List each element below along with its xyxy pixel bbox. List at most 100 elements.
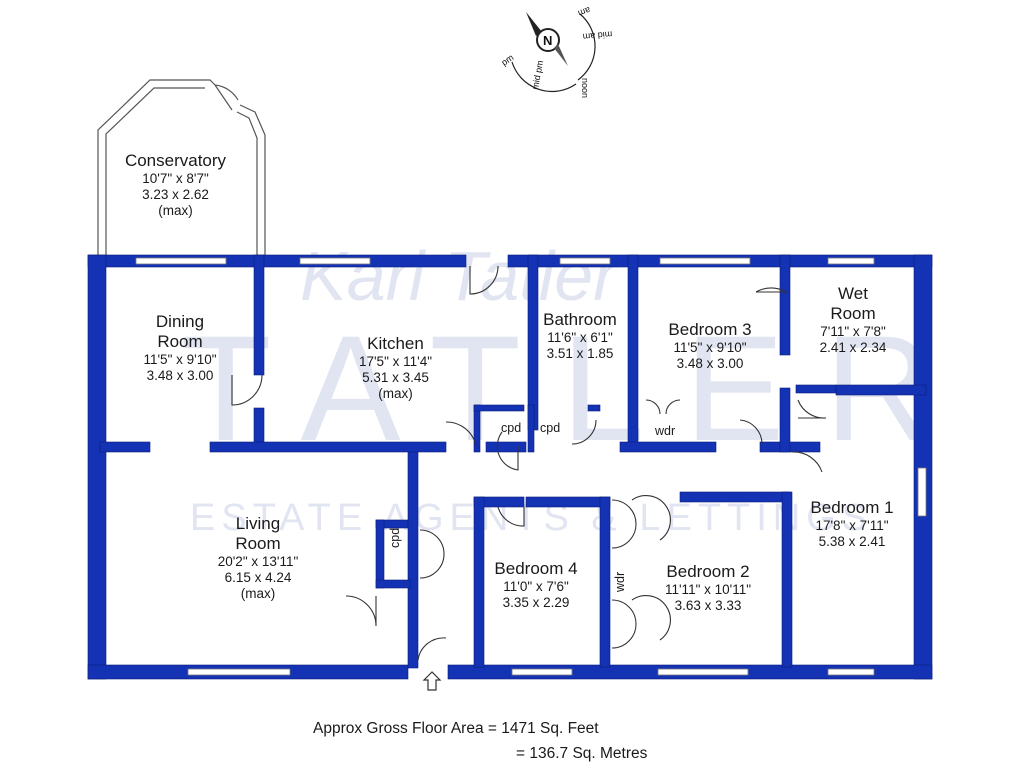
window <box>917 467 927 517</box>
room-label-bedroom-1: Bedroom 1 17'8" x 7'11" 5.38 x 2.41 <box>790 498 914 550</box>
door-swing <box>611 495 671 549</box>
floor-area-sq-metres: = 136.7 Sq. Metres <box>516 745 648 762</box>
wall-segment <box>587 404 601 412</box>
room-label-kitchen: Kitchen 17'5" x 11'4" 5.31 x 3.45 (max) <box>318 334 473 402</box>
room-metric: 3.51 x 1.85 <box>546 345 614 361</box>
door-swing <box>497 506 525 527</box>
wall-segment <box>253 407 265 447</box>
doors <box>231 265 827 661</box>
window <box>511 668 573 676</box>
wall-segment <box>473 404 525 412</box>
room-metric: 2.41 x 2.34 <box>819 340 887 356</box>
room-note: (max) <box>240 585 276 601</box>
room-imperial: 7'11" x 7'8" <box>820 324 886 340</box>
room-name: Wet Room <box>830 284 876 324</box>
compass-north: N <box>543 33 552 48</box>
room-name: Dining Room <box>155 312 205 352</box>
window <box>299 257 371 265</box>
room-label-bedroom-2: Bedroom 2 11'11" x 10'11" 3.63 x 3.33 <box>640 562 776 614</box>
door-swing <box>611 595 671 649</box>
wall-segment <box>209 441 447 453</box>
wall-segment <box>99 441 151 453</box>
room-label-bedroom-4: Bedroom 4 11'0" x 7'6" 3.35 x 2.29 <box>480 559 592 611</box>
compass: N am mid am noon mid pm pm <box>499 5 612 98</box>
room-metric: 5.31 x 3.45 <box>362 369 429 385</box>
room-imperial: 17'5" x 11'4" <box>358 354 433 370</box>
wall-segment <box>779 254 791 356</box>
wall-segment <box>527 404 535 453</box>
wall-segment <box>253 254 265 376</box>
wall-segment <box>375 519 385 589</box>
cupboard-label-cpd-bath: cpd <box>540 421 561 435</box>
watermark-brand: Karl Tatler <box>300 237 619 315</box>
room-imperial: 11'5" x 9'10" <box>143 352 217 368</box>
room-metric: 3.35 x 2.29 <box>502 594 570 610</box>
room-imperial: 10'7" x 8'7" <box>142 171 209 187</box>
door-swing <box>797 399 827 419</box>
entrance-arrow-icon <box>422 671 442 691</box>
room-label-wet-room: Wet Room 7'11" x 7'8" 2.41 x 2.34 <box>800 284 906 356</box>
wall-segment <box>781 491 793 668</box>
door-swing <box>739 419 763 445</box>
wall-segment <box>473 404 481 453</box>
wall-segment <box>485 441 527 453</box>
door-swing <box>445 421 477 447</box>
room-metric: 3.63 x 3.33 <box>674 597 742 613</box>
room-metric: 3.48 x 3.00 <box>146 368 214 384</box>
wardrobe-label-bedroom-3: wdr <box>655 424 676 438</box>
door-swing <box>496 431 519 471</box>
room-note: (max) <box>378 385 413 401</box>
window <box>827 668 875 676</box>
wall-segment <box>87 254 107 680</box>
room-metric: 5.38 x 2.41 <box>818 533 886 549</box>
room-name: Living Room <box>235 514 281 554</box>
door-swing <box>419 529 445 579</box>
wall-segment <box>473 496 485 668</box>
wall-segment <box>913 254 933 680</box>
room-label-conservatory: Conservatory 10'7" x 8'7" 3.23 x 2.62 (m… <box>108 151 243 219</box>
window <box>559 257 611 265</box>
window <box>657 668 749 676</box>
wall-segment <box>779 387 791 453</box>
room-name: Bathroom <box>543 310 617 329</box>
window <box>827 257 875 265</box>
windows <box>135 257 927 676</box>
door-swing <box>755 287 789 293</box>
door-swing <box>417 637 447 661</box>
window <box>659 257 751 265</box>
room-imperial: 11'11" x 10'11" <box>664 582 752 598</box>
room-imperial: 11'6" x 6'1" <box>547 330 613 346</box>
window <box>135 257 227 265</box>
window <box>187 668 291 676</box>
door-swing <box>791 451 823 473</box>
room-name: Bedroom 3 <box>668 320 752 339</box>
wall-segment <box>679 491 791 503</box>
wall-segment <box>375 579 411 589</box>
room-imperial: 11'0" x 7'6" <box>503 579 569 595</box>
compass-tick-mid-pm: mid pm <box>530 60 545 91</box>
room-metric: 3.23 x 2.62 <box>142 186 209 202</box>
room-label-dining-room: Dining Room 11'5" x 9'10" 3.48 x 3.00 <box>106 312 254 384</box>
wall-segment <box>627 254 639 446</box>
door-swing <box>571 419 597 445</box>
wall-segment <box>619 441 717 453</box>
room-note: (max) <box>158 202 193 218</box>
room-label-bedroom-3: Bedroom 3 11'5" x 9'10" 3.48 x 3.00 <box>640 320 780 372</box>
room-metric: 6.15 x 4.24 <box>224 570 292 586</box>
cupboard-label-cpd-living: cpd <box>388 527 402 548</box>
compass-tick-am: am <box>577 5 592 19</box>
room-name: Conservatory <box>124 151 227 170</box>
room-metric: 3.48 x 3.00 <box>676 355 744 371</box>
room-label-living-room: Living Room 20'2" x 13'11" 6.15 x 4.24 (… <box>183 514 333 602</box>
wall-segment <box>407 451 419 669</box>
wall-segment <box>835 384 927 396</box>
wall-segment <box>599 496 611 668</box>
wall-segment <box>795 384 837 394</box>
door-swing <box>469 265 499 295</box>
room-name: Bedroom 2 <box>666 562 750 581</box>
room-imperial: 11'5" x 9'10" <box>673 340 747 356</box>
door-swing <box>645 399 681 415</box>
cupboard-label-cpd-hall: cpd <box>501 421 522 435</box>
